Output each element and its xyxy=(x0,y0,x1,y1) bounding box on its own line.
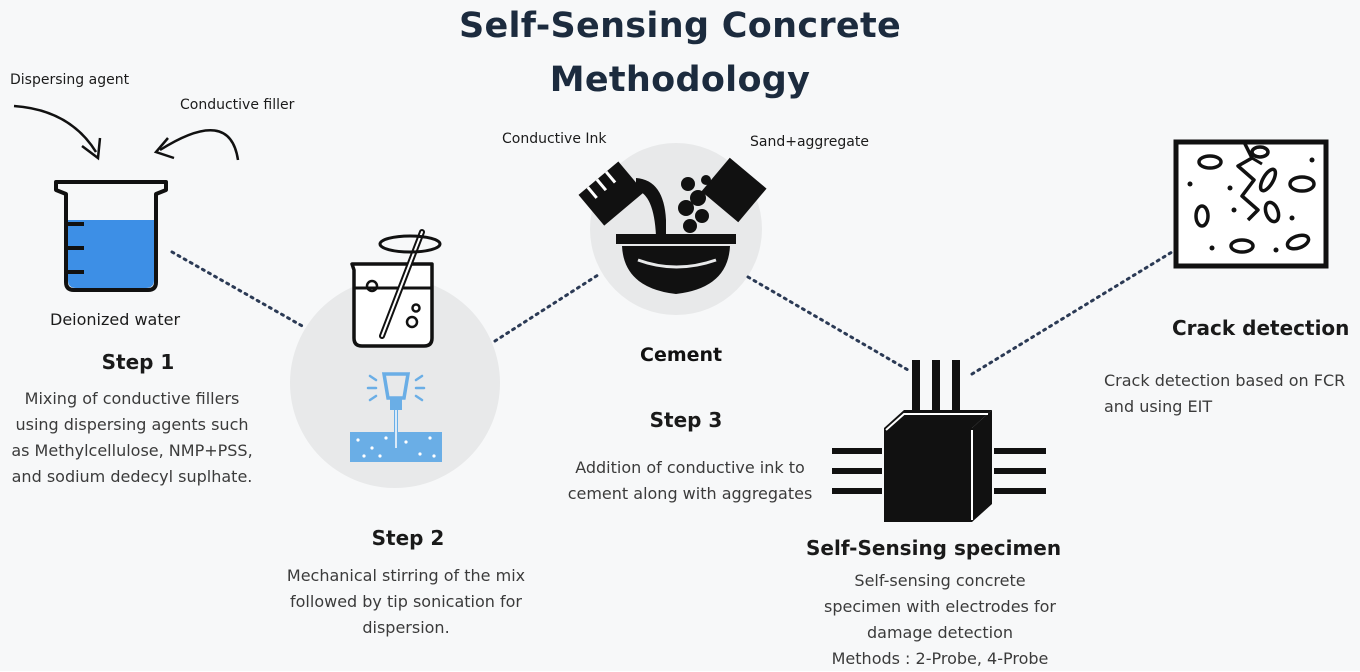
step3-heading: Step 3 xyxy=(649,408,723,432)
diagram-title-line1: Self-Sensing Concrete xyxy=(458,6,902,46)
crack-heading: Crack detection xyxy=(1172,316,1350,340)
electrode-chip-icon xyxy=(832,360,1046,522)
conductive-filler-label: Conductive filler xyxy=(180,97,295,113)
step1-description: Mixing of conductive fillers using dispe… xyxy=(11,389,253,486)
curved-arrow-icon xyxy=(153,129,240,161)
dispersing-agent-label: Dispersing agent xyxy=(10,72,130,88)
crack-description: Crack detection based on FCR and using E… xyxy=(1104,371,1346,416)
step2-description: Mechanical stirring of the mix followed … xyxy=(286,566,526,637)
sand-aggregate-label: Sand+aggregate xyxy=(750,134,869,150)
connector-step2-step3 xyxy=(493,273,600,343)
mixing-bowl-icon xyxy=(578,157,767,294)
cement-label: Cement xyxy=(640,344,723,366)
deionized-water-label: Deionized water xyxy=(50,310,181,329)
curved-arrow-icon xyxy=(13,104,102,161)
specimen-heading: Self-Sensing specimen xyxy=(806,536,1062,560)
cracked-block-icon xyxy=(1173,139,1329,269)
step2-heading: Step 2 xyxy=(371,526,445,550)
step3-description: Addition of conductive ink to cement alo… xyxy=(567,458,813,503)
diagram-title-line2: Methodology xyxy=(549,60,811,100)
stirring-beaker-icon xyxy=(350,229,442,348)
conductive-ink-label: Conductive Ink xyxy=(502,131,607,147)
step1-heading: Step 1 xyxy=(101,350,175,374)
beaker-icon xyxy=(54,180,168,292)
specimen-description: Self-sensing concrete specimen with elec… xyxy=(824,571,1056,668)
connector-step3-specimen xyxy=(746,275,910,372)
connector-step1-step2 xyxy=(170,250,306,329)
connector-specimen-crack xyxy=(970,250,1174,376)
sonicator-icon xyxy=(350,372,442,462)
